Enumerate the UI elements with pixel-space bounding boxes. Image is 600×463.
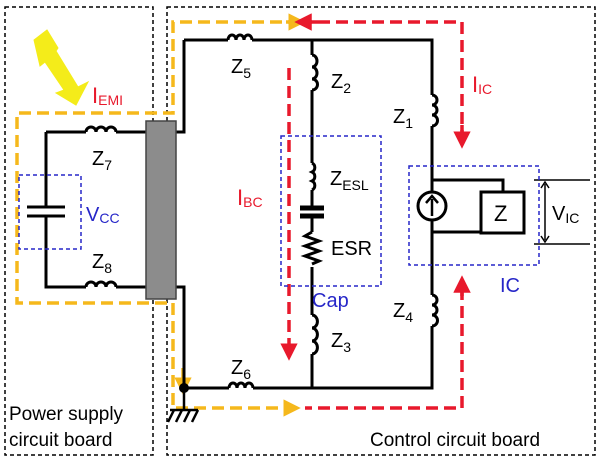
vcc-label: VCC (86, 204, 120, 226)
cap-label: Cap (312, 290, 349, 312)
ibc-label: IBC (237, 185, 263, 210)
z8-label: Z8 (92, 251, 112, 276)
z2-label: Z2 (331, 71, 351, 96)
ic-current-path-top (308, 20, 464, 142)
z6-inductor (227, 381, 255, 389)
ground-node (179, 383, 189, 393)
current-source-arrow-icon (425, 194, 439, 216)
iic-label: IIC (472, 72, 492, 97)
iemi-label: IEMI (92, 83, 123, 108)
zesl-inductor (308, 161, 317, 192)
emi-current-path (15, 20, 301, 417)
z5-label: Z5 (231, 56, 251, 81)
ic-label: IC (500, 275, 520, 297)
control-board-label: Control circuit board (370, 430, 540, 451)
z8-inductor (84, 280, 118, 288)
esr-resistor (300, 230, 324, 266)
z7-inductor (84, 125, 118, 133)
ic-group-box (408, 165, 540, 266)
z6-label: Z6 (231, 357, 251, 382)
vic-label: VIC (552, 203, 579, 226)
connector-block (145, 120, 177, 300)
zesl-label: ZESL (330, 168, 369, 193)
z4-inductor (431, 293, 439, 328)
cap-group-box (280, 135, 382, 287)
z2-inductor (311, 53, 319, 92)
z5-inductor (226, 33, 254, 41)
circuit-wires (44, 38, 434, 390)
vcc-battery-symbol (27, 205, 65, 218)
z-impedance-box (479, 190, 526, 235)
esr-label: ESR (331, 238, 372, 260)
capacitor-symbol (300, 205, 324, 219)
vcc-group-box (18, 174, 82, 250)
vic-measure-marker (534, 179, 590, 245)
z1-inductor (431, 93, 439, 128)
z4-label: Z4 (393, 300, 413, 325)
z-box-label: Z (494, 201, 507, 226)
z3-label: Z3 (331, 330, 351, 355)
ic-current-path-bottom (305, 288, 464, 410)
power-board-label-line2: circuit board (9, 430, 113, 451)
z1-label: Z1 (393, 106, 413, 131)
z7-label: Z7 (92, 148, 112, 173)
z3-inductor (311, 313, 319, 356)
power-supply-board-outline (4, 6, 154, 456)
power-board-label-line1: Power supply (9, 404, 124, 425)
lightning-icon (33, 29, 90, 106)
